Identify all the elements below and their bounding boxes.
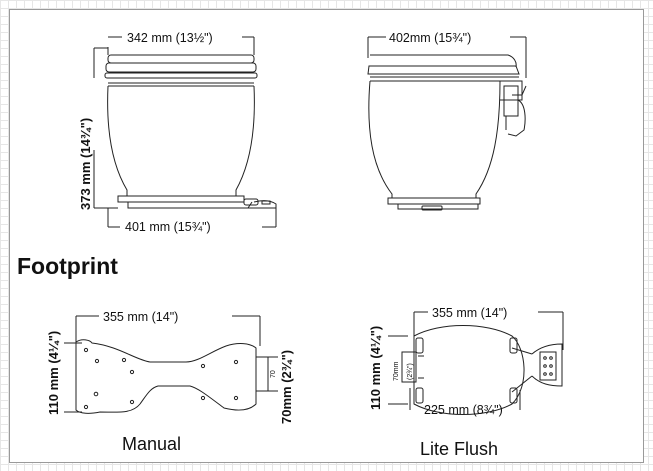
footprint-heading: Footprint	[17, 253, 118, 279]
lite-flush-width-label: 110 mm (4¼")	[368, 326, 383, 410]
side-view-toilet	[367, 54, 527, 211]
front-base-label: 401 mm (15¾")	[125, 220, 211, 234]
manual-end-label: 70mm (2¾")	[279, 350, 294, 424]
manual-width-label: 110 mm (4¼")	[46, 331, 61, 415]
lite-flush-dimension-lines	[388, 311, 564, 410]
manual-footprint	[75, 339, 257, 414]
front-view-dimension-lines	[93, 36, 277, 228]
diagram-panel	[9, 9, 644, 463]
lite-flush-inner-in-label: (2¾")	[407, 363, 414, 380]
manual-caption: Manual	[122, 434, 181, 454]
front-view-toilet	[104, 54, 277, 209]
manual-dimension-lines	[64, 315, 278, 413]
manual-length-label: 355 mm (14")	[103, 310, 178, 324]
side-view-dimension-lines	[367, 36, 527, 78]
manual-small-label: 70	[270, 370, 277, 378]
lite-flush-length-label: 355 mm (14")	[432, 306, 507, 320]
front-width-label: 342 mm (13½")	[127, 31, 213, 45]
side-width-label: 402mm (15¾")	[389, 31, 471, 45]
lite-flush-bottom-label: 225 mm (8¾")	[424, 403, 503, 417]
front-height-label: 373 mm (14¾")	[78, 118, 93, 210]
lite-flush-footprint	[401, 325, 563, 415]
lite-flush-inner-mm-label: 70mm	[393, 361, 400, 381]
lite-flush-caption: Lite Flush	[420, 439, 498, 459]
